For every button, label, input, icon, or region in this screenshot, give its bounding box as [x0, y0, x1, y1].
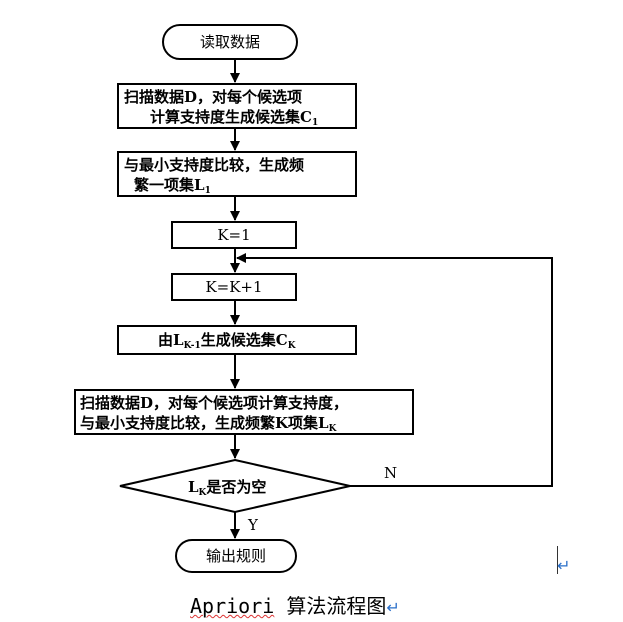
caption-rest: 算法流程图	[274, 594, 387, 618]
decision-prefix: L	[188, 478, 199, 496]
end-label: 输出规则	[206, 547, 266, 565]
decision-sub: K	[199, 488, 208, 498]
compare1-line1: 与最小支持度比较，生成频	[124, 156, 304, 174]
yes-label: Y	[247, 516, 259, 534]
edge-decision-no-loop	[236, 253, 553, 487]
gen-ck-sub1: K-1	[184, 341, 201, 351]
no-label: N	[384, 464, 397, 482]
paragraph-mark-icon: ↵	[557, 556, 571, 575]
gen-ck-sub2: K	[288, 341, 297, 351]
text-cursor	[557, 546, 558, 574]
caption-paragraph-mark-icon: ↵	[386, 598, 400, 617]
start-terminator	[162, 24, 298, 60]
scan2-line2-main: 与最小支持度比较，生成频繁K项集L	[80, 414, 329, 432]
scan1-line2-main: 计算支持度生成候选集C	[150, 108, 312, 126]
scan2-box	[74, 389, 414, 435]
scan1-line2: 计算支持度生成候选集C1	[150, 108, 318, 128]
compare1-box	[117, 151, 357, 197]
caption-prefix: Apriori	[190, 594, 275, 618]
compare1-line2-sub: 1	[205, 186, 211, 196]
gen-ck-box	[117, 325, 357, 355]
scan1-line1: 扫描数据D，对每个候选项	[124, 88, 302, 106]
compare1-line2: 繁一项集L1	[133, 176, 211, 196]
start-label: 读取数据	[200, 33, 260, 51]
gen-ck-label: 由LK-1生成候选集CK	[158, 331, 297, 351]
scan1-line2-sub: 1	[312, 118, 318, 128]
init-k-label: K=1	[217, 226, 250, 244]
scan2-line1: 扫描数据D，对每个候选项计算支持度，	[80, 394, 348, 412]
inc-k-label: K=K+1	[205, 278, 262, 296]
scan1-box	[117, 83, 357, 129]
decision-suffix: 是否为空	[205, 478, 266, 496]
gen-ck-prefix: 由L	[158, 331, 184, 349]
scan2-line2-sub: K	[329, 424, 338, 434]
init-k-box	[171, 221, 297, 249]
decision-label: LK是否为空	[188, 478, 266, 498]
compare1-line2-main: 繁一项集L	[133, 176, 205, 194]
figure-caption: Apriori 算法流程图↵	[190, 590, 400, 619]
scan2-line2: 与最小支持度比较，生成频繁K项集LK	[80, 414, 338, 434]
gen-ck-middle: 生成候选集C	[201, 331, 288, 349]
end-terminator	[175, 539, 297, 573]
